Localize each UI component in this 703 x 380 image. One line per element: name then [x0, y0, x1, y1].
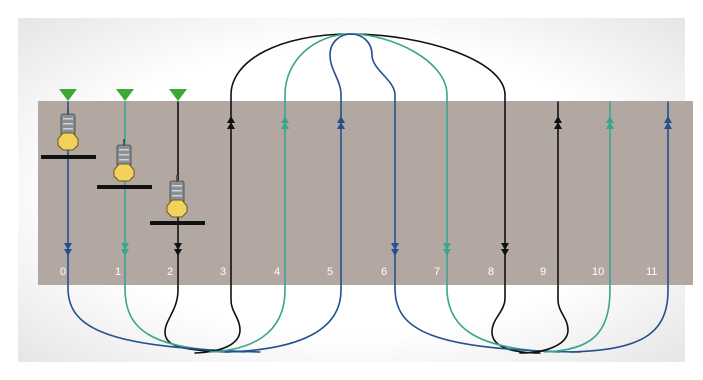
arrow-up-icon — [606, 116, 614, 129]
camera-device-icon — [113, 139, 135, 182]
camera-device-icon — [166, 175, 188, 218]
lane-label-3: 3 — [220, 266, 226, 278]
arrow-up-icon — [281, 116, 289, 129]
platform-bar — [150, 221, 205, 225]
arrow-down-icon — [501, 243, 509, 256]
arrow-up-icon — [554, 116, 562, 129]
arrow-up-icon — [227, 116, 235, 129]
arrows — [64, 116, 672, 256]
arrow-up-icon — [337, 116, 345, 129]
lane-label-1: 1 — [115, 266, 121, 278]
green-markers — [59, 89, 187, 101]
arrow-up-icon — [664, 116, 672, 129]
path-blue-inbound-lane-0 — [67, 101, 261, 353]
path-blue-return-11 — [569, 101, 669, 353]
path-black-inbound-lane-2 — [164, 101, 231, 353]
arrow-down-icon — [174, 243, 182, 256]
lane-label-4: 4 — [274, 266, 280, 278]
camera-device-icon — [57, 108, 79, 151]
lane-label-2: 2 — [167, 266, 173, 278]
path-black-return-9 — [519, 101, 569, 354]
green-down-triangle-icon — [116, 89, 134, 101]
lane-label-8: 8 — [488, 266, 494, 278]
arrow-down-icon — [121, 243, 129, 256]
lane-labels: 0 1 2 3 4 5 6 7 8 9 10 11 — [60, 266, 657, 278]
platform-bar — [97, 185, 152, 189]
platform-bar — [41, 155, 96, 159]
paths-group — [67, 33, 669, 354]
arrow-down-icon — [443, 243, 451, 256]
lane-label-0: 0 — [60, 266, 66, 278]
lane-label-5: 5 — [327, 266, 333, 278]
platforms — [41, 155, 205, 225]
green-down-triangle-icon — [59, 89, 77, 101]
lane-label-9: 9 — [540, 266, 546, 278]
arrow-down-icon — [64, 243, 72, 256]
grey-band — [38, 101, 693, 285]
lane-label-10: 10 — [592, 266, 604, 278]
devices — [57, 108, 188, 218]
lane-label-7: 7 — [434, 266, 440, 278]
arrow-down-icon — [391, 243, 399, 256]
lane-label-6: 6 — [381, 266, 387, 278]
lane-label-11: 11 — [646, 266, 657, 278]
path-teal-return-10 — [544, 101, 611, 353]
path-blue-loop-5-6 — [224, 33, 581, 353]
green-down-triangle-icon — [169, 89, 187, 101]
